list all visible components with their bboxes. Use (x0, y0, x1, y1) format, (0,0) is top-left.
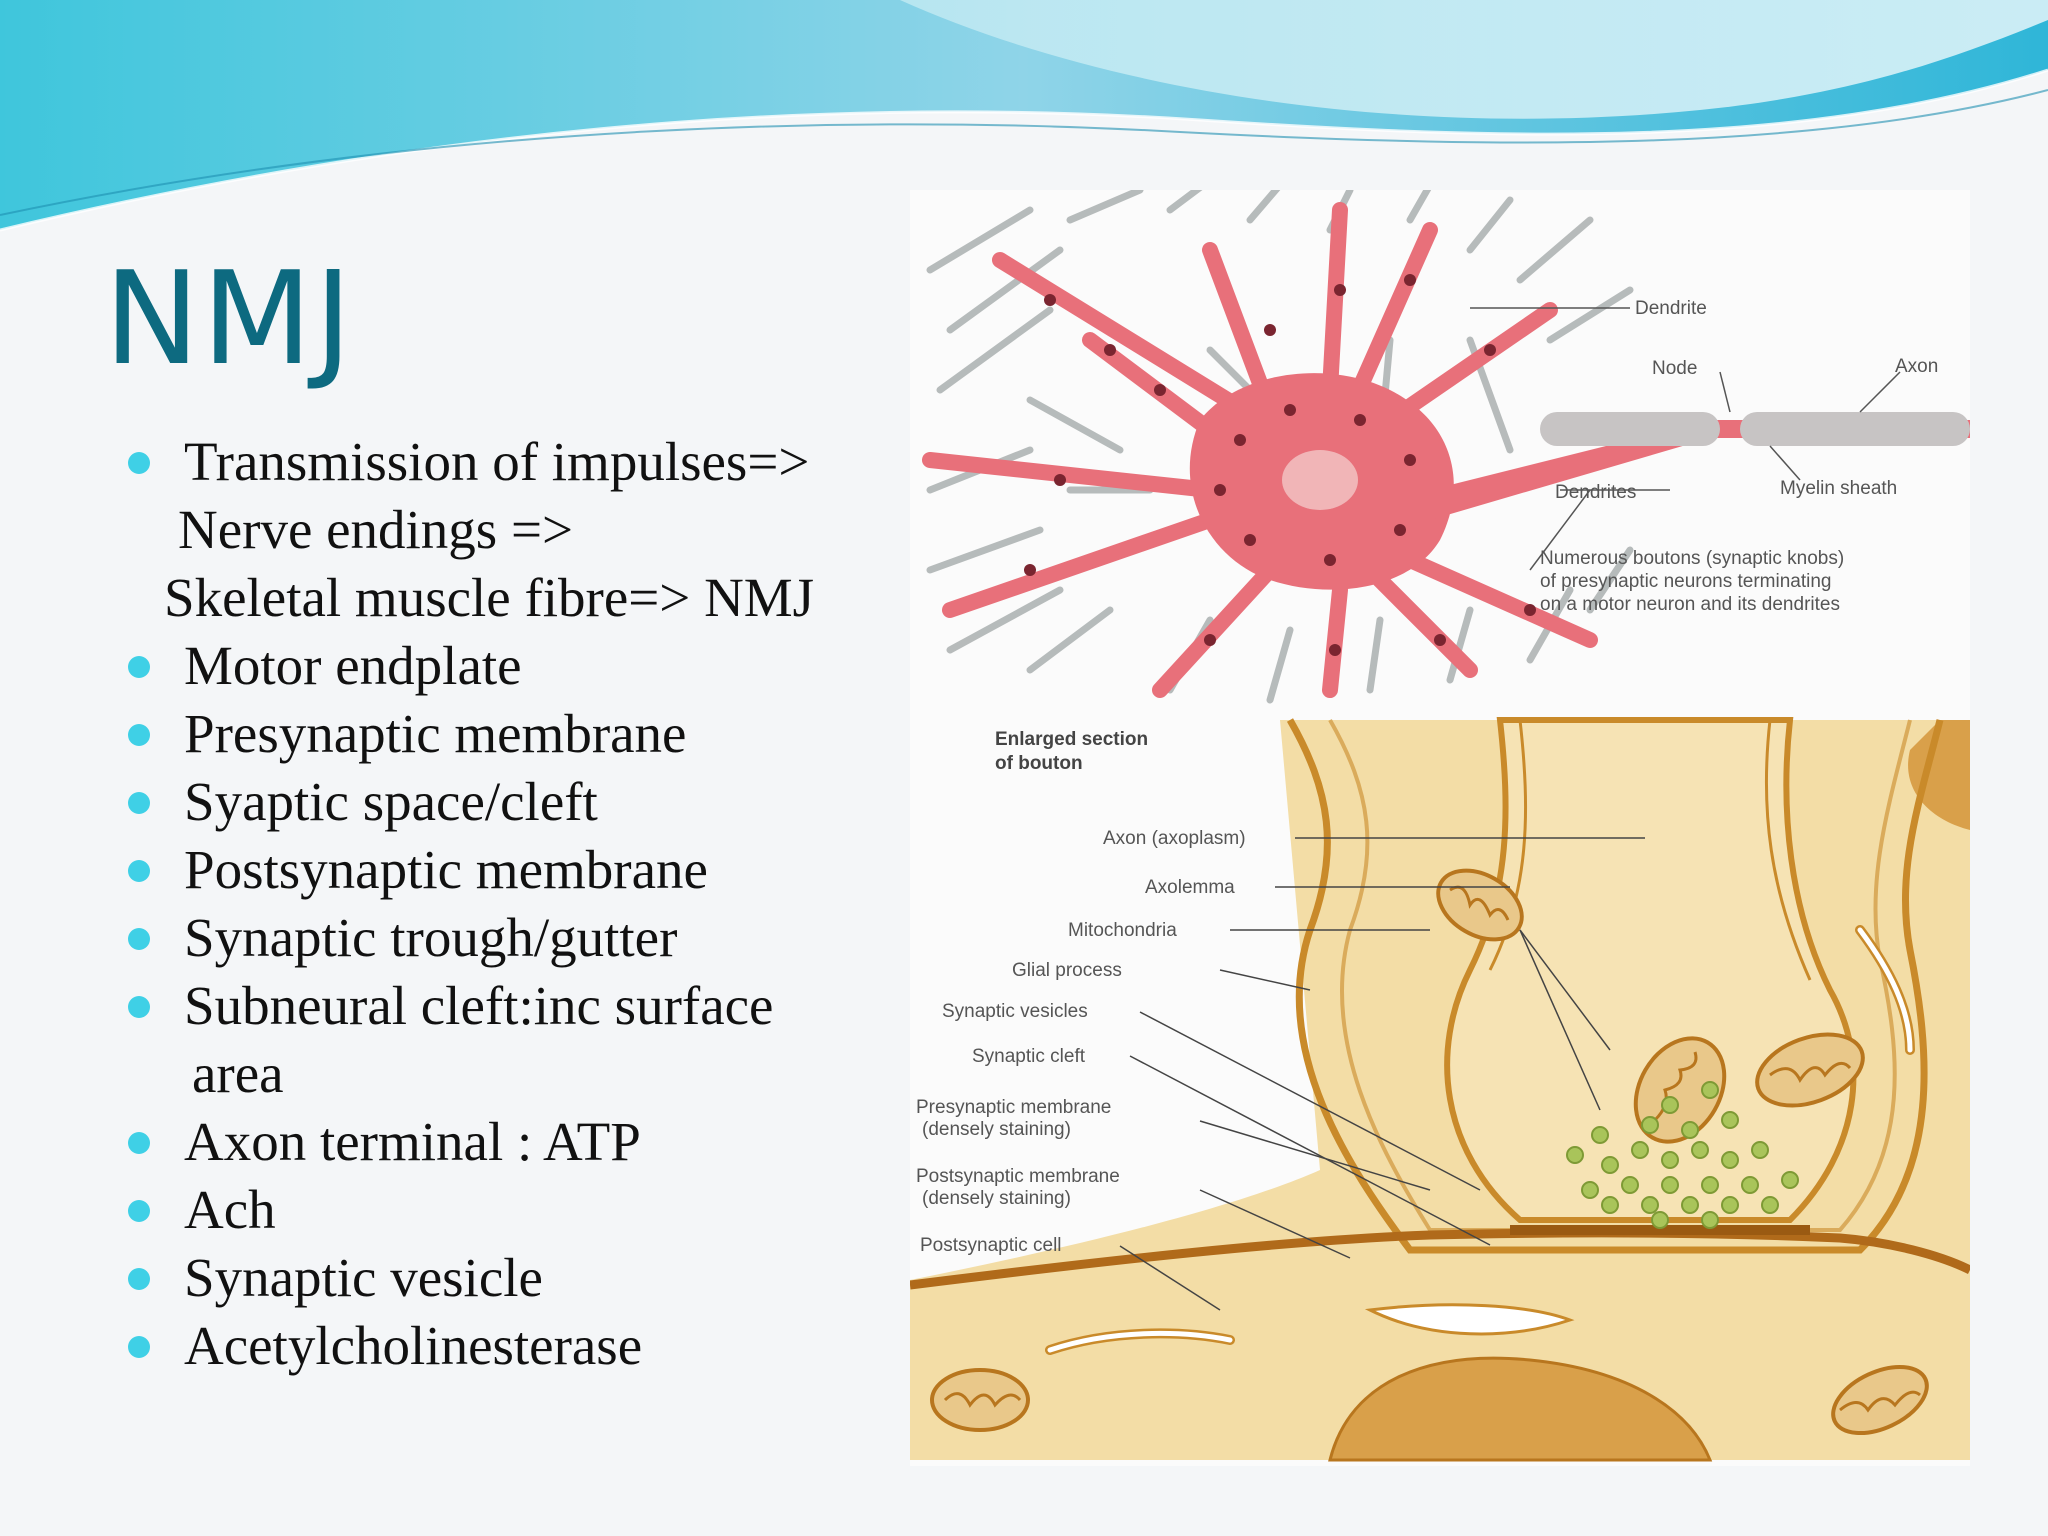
bullet-dot-icon (128, 928, 150, 950)
label-postsynaptic-cell: Postsynaptic cell (920, 1235, 1062, 1256)
bullet-item: Presynaptic membrane (120, 700, 900, 768)
label-postsynaptic-line1: Postsynaptic membrane (916, 1166, 1120, 1187)
bullet-text: Presynaptic membrane (184, 703, 687, 764)
label-enlarged-line1: Enlarged section (995, 729, 1148, 750)
bullet-dot-icon (128, 1336, 150, 1358)
myelin-segment (1540, 412, 1720, 446)
mitochondrion (930, 1368, 1030, 1432)
mitochondrion (1755, 1032, 1865, 1108)
label-caption-line1: Numerous boutons (synaptic knobs) (1540, 548, 1844, 569)
bullet-dot-icon (128, 452, 150, 474)
bullet-item: Motor endplate (120, 632, 900, 700)
bullet-text: Acetylcholinesterase (184, 1315, 643, 1376)
bullet-dot-icon (128, 860, 150, 882)
bullet-item: Acetylcholinesterase (120, 1312, 900, 1380)
label-axolemma: Axolemma (1145, 877, 1235, 898)
label-myelin-sheath: Myelin sheath (1780, 478, 1897, 499)
myelin-segment (1740, 412, 1970, 446)
bullet-text: Motor endplate (184, 635, 522, 696)
mitochondrion (1633, 1036, 1727, 1144)
label-dendrite: Dendrite (1635, 298, 1707, 319)
slide-title: NMJ (104, 245, 354, 394)
bullet-text: Postsynaptic membrane (184, 839, 708, 900)
bouton-illustration (910, 710, 1970, 1462)
bullet-item: Synaptic vesicle (120, 1244, 900, 1312)
bullet-text: Ach (184, 1179, 276, 1240)
label-enlarged-line2: of bouton (995, 753, 1083, 774)
bullet-item: Axon terminal : ATP (120, 1108, 900, 1176)
nmj-diagram: Dendrite Node Axon Dendrites Myelin shea… (910, 190, 1970, 1466)
bullet-item: Postsynaptic membrane (120, 836, 900, 904)
label-dendrites: Dendrites (1555, 482, 1636, 503)
bullet-dot-icon (128, 724, 150, 746)
bullet-item: Subneural cleft:inc surface area (120, 972, 900, 1108)
label-caption-line3: on a motor neuron and its dendrites (1540, 594, 1840, 615)
neuron-illustration (922, 190, 1970, 704)
bullet-text: area (192, 1043, 284, 1104)
label-node: Node (1652, 358, 1697, 379)
label-mitochondria: Mitochondria (1068, 920, 1177, 941)
bullet-item: Synaptic trough/gutter (120, 904, 900, 972)
bullet-item: Transmission of impulses=> Nerve endings… (120, 428, 900, 632)
bullet-text: Transmission of impulses=> (184, 431, 810, 492)
label-caption-line2: of presynaptic neurons terminating (1540, 571, 1832, 592)
bullet-dot-icon (128, 792, 150, 814)
bullet-item: Syaptic space/cleft (120, 768, 900, 836)
bullet-dot-icon (128, 656, 150, 678)
bullet-list: Transmission of impulses=> Nerve endings… (120, 428, 900, 1380)
mitochondrion (1831, 1364, 1929, 1436)
bullet-text: Nerve endings => (178, 499, 573, 560)
label-axon: Axon (1895, 356, 1938, 377)
label-presynaptic-line1: Presynaptic membrane (916, 1097, 1111, 1118)
bullet-text: Syaptic space/cleft (184, 771, 598, 832)
bullet-text: Skeletal muscle fibre=> NMJ (164, 567, 815, 628)
label-presynaptic-line2: (densely staining) (922, 1119, 1071, 1140)
bullet-dot-icon (128, 1268, 150, 1290)
bullet-text: Synaptic trough/gutter (184, 907, 678, 968)
bullet-text: Synaptic vesicle (184, 1247, 543, 1308)
bullet-dot-icon (128, 1132, 150, 1154)
label-synaptic-cleft: Synaptic cleft (972, 1046, 1086, 1067)
bullet-text: Axon terminal : ATP (184, 1111, 641, 1172)
header-wave-decoration (0, 0, 2048, 232)
bullet-dot-icon (128, 1200, 150, 1222)
bullet-dot-icon (128, 996, 150, 1018)
mitochondrion (1436, 868, 1524, 942)
label-glial-process: Glial process (1012, 960, 1122, 981)
label-postsynaptic-line2: (densely staining) (922, 1188, 1071, 1209)
label-axon-axoplasm: Axon (axoplasm) (1103, 828, 1246, 849)
bullet-text: Subneural cleft:inc surface (184, 975, 774, 1036)
bullet-item: Ach (120, 1176, 900, 1244)
label-synaptic-vesicles: Synaptic vesicles (942, 1001, 1088, 1022)
